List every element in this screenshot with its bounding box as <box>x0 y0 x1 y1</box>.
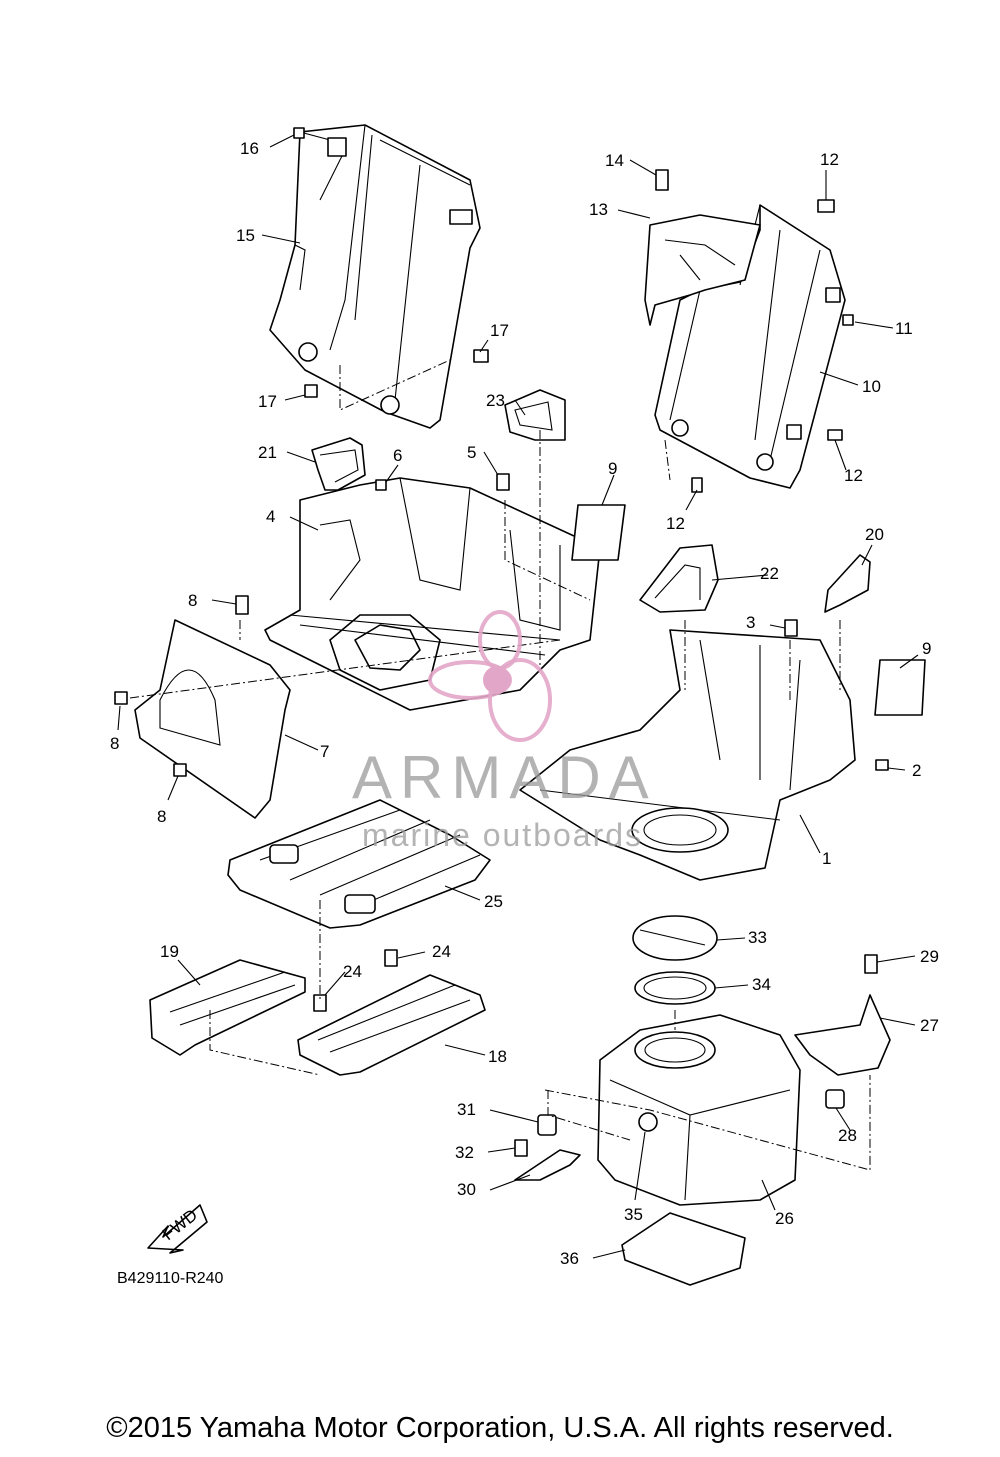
callout-21: 21 <box>258 443 277 462</box>
callout-19: 19 <box>160 942 179 961</box>
callout-28: 28 <box>838 1126 857 1145</box>
callout-30: 30 <box>457 1180 476 1199</box>
callout-8a: 8 <box>188 591 197 610</box>
fwd-arrow: FWD <box>147 1204 208 1254</box>
part-13-bracket <box>644 214 761 326</box>
part-36-pad <box>621 1212 746 1286</box>
callout-10: 10 <box>862 377 881 396</box>
callout-24b: 24 <box>343 962 362 981</box>
callout-36: 36 <box>560 1249 579 1268</box>
part-31-cushion <box>537 1114 557 1136</box>
watermark-brand: ARMADA <box>352 744 657 811</box>
callout-6: 6 <box>393 446 402 465</box>
callout-13: 13 <box>589 200 608 219</box>
leader-lines <box>117 134 919 1259</box>
callout-26: 26 <box>775 1209 794 1228</box>
callout-35: 35 <box>624 1205 643 1224</box>
watermark-logo <box>428 610 552 742</box>
callout-8c: 8 <box>157 807 166 826</box>
callout-15: 15 <box>236 226 255 245</box>
part-9-pad-right <box>874 659 926 716</box>
callout-34: 34 <box>752 975 771 994</box>
part-20-bracket <box>824 554 871 613</box>
callout-14: 14 <box>605 151 624 170</box>
callout-12b: 12 <box>844 466 863 485</box>
callout-9b: 9 <box>922 639 931 658</box>
part-30-bracket <box>514 1149 581 1181</box>
part-7-plate <box>134 619 291 819</box>
callout-7: 7 <box>320 742 329 761</box>
callout-12a: 12 <box>820 150 839 169</box>
part-33-cap <box>632 915 718 961</box>
callout-12c: 12 <box>666 514 685 533</box>
part-23-bracket <box>504 389 566 441</box>
callout-11: 11 <box>895 319 913 338</box>
part-19-rail <box>149 959 306 1056</box>
callout-8b: 8 <box>110 734 119 753</box>
part-1-tray <box>519 629 856 881</box>
callout-23: 23 <box>486 391 505 410</box>
callout-24a: 24 <box>432 942 451 961</box>
part-25-frame <box>227 799 491 929</box>
part-16-nut <box>293 127 305 139</box>
callout-17a: 17 <box>490 321 509 340</box>
callout-5: 5 <box>467 443 476 462</box>
callout-27: 27 <box>920 1016 939 1035</box>
callout-4: 4 <box>266 507 275 526</box>
part-15-panel <box>269 124 481 429</box>
assembly-lines <box>129 359 871 1171</box>
part-18-rail <box>297 974 486 1076</box>
fasteners <box>114 169 889 1157</box>
callout-16: 16 <box>240 139 259 158</box>
callout-32: 32 <box>455 1143 474 1162</box>
callout-2: 2 <box>912 761 921 780</box>
callout-20: 20 <box>865 525 884 544</box>
part-21-bracket <box>311 437 366 491</box>
part-22-bracket <box>639 544 719 613</box>
callout-18: 18 <box>488 1047 507 1066</box>
callout-3: 3 <box>746 613 755 632</box>
part-26-tank <box>597 1014 801 1206</box>
callout-1: 1 <box>822 849 831 868</box>
part-34-gasket <box>634 971 716 1005</box>
callout-17b: 17 <box>258 392 277 411</box>
part-27-bracket <box>794 994 891 1076</box>
part-35-grommet <box>638 1112 658 1132</box>
callout-22: 22 <box>760 564 779 583</box>
callout-9a: 9 <box>608 459 617 478</box>
part-28-cushion <box>825 1089 845 1109</box>
watermark-tagline: marine outboards <box>362 817 643 853</box>
callout-31: 31 <box>457 1100 476 1119</box>
callout-25: 25 <box>484 892 503 911</box>
callout-29: 29 <box>920 947 939 966</box>
reference-code: B429110-R240 <box>117 1270 224 1287</box>
callout-33: 33 <box>748 928 767 947</box>
part-9-pad-left <box>571 504 626 561</box>
copyright-notice: ©2015 Yamaha Motor Corporation, U.S.A. A… <box>106 1412 894 1444</box>
